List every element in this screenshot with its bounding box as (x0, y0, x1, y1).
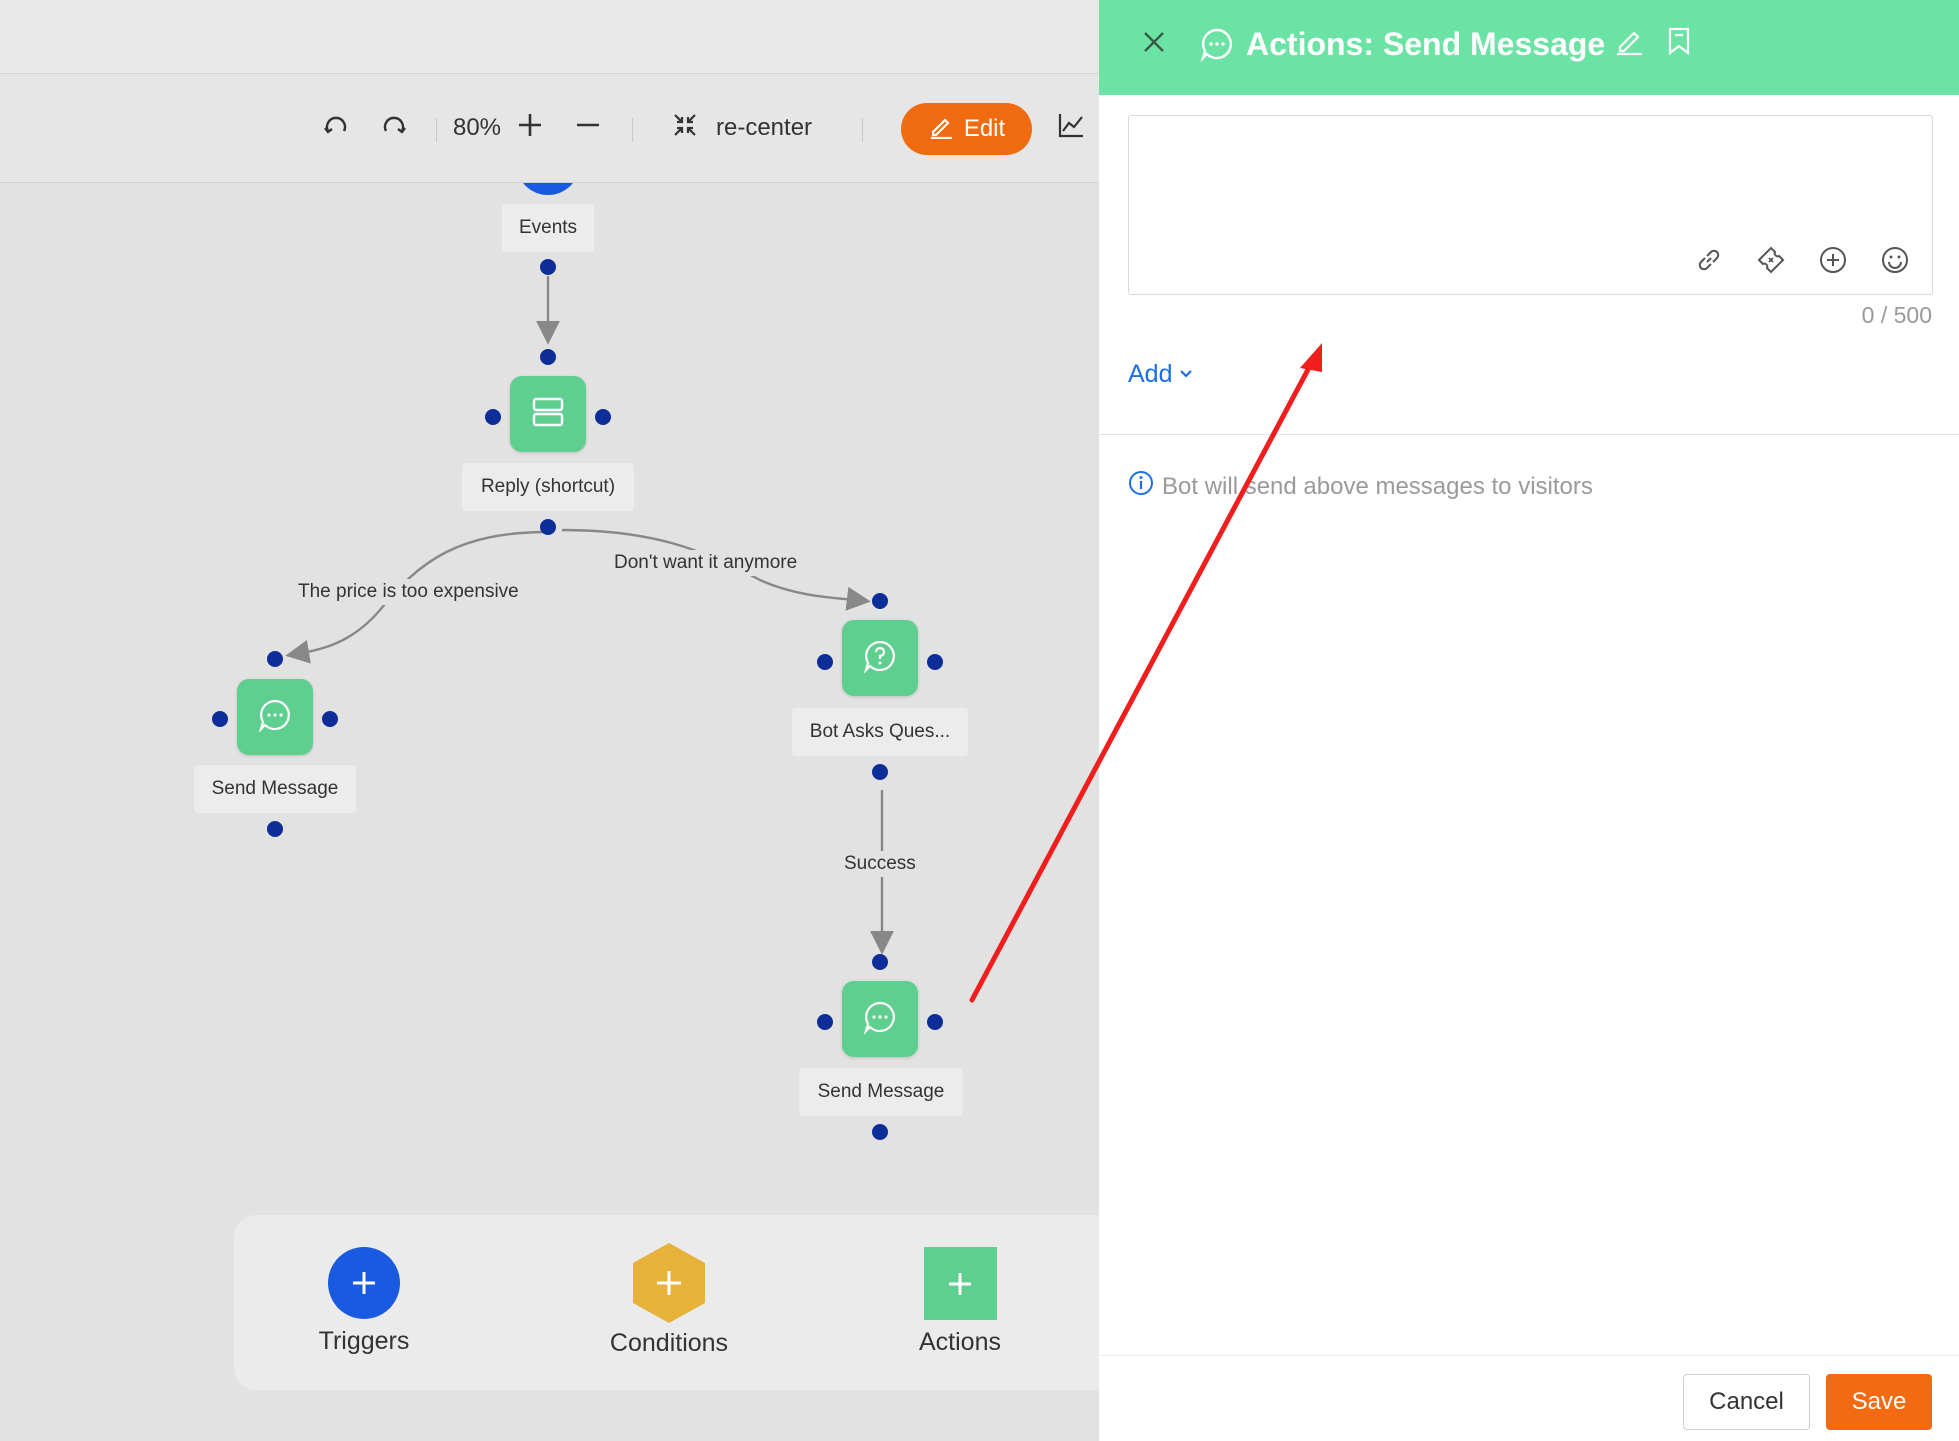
recenter-button[interactable]: re-center (672, 74, 832, 182)
send-message-bottom-label[interactable]: Send Message (799, 1068, 963, 1116)
conditions-palette-item[interactable]: Conditions (592, 1241, 746, 1358)
connector-dot[interactable] (927, 654, 943, 670)
reply-node[interactable] (510, 376, 586, 452)
list-icon (531, 395, 565, 434)
close-icon (1142, 30, 1166, 59)
node-palette: Triggers Conditions Actions (234, 1215, 1099, 1390)
message-editor[interactable] (1128, 115, 1933, 295)
pencil-icon (928, 113, 954, 146)
connector-dot[interactable] (212, 711, 228, 727)
toolbar-divider (436, 118, 437, 142)
bookmark-icon (1665, 26, 1693, 61)
events-node-label[interactable]: Events (502, 204, 594, 252)
top-bar (0, 0, 1099, 74)
chat-bubble-icon (1199, 26, 1235, 67)
connector-dot[interactable] (485, 409, 501, 425)
rename-button[interactable] (1611, 25, 1647, 61)
bookmark-button[interactable] (1661, 25, 1697, 61)
panel-title: Actions: Send Message (1246, 26, 1606, 62)
undo-icon (322, 111, 350, 146)
connector-dot[interactable] (927, 1014, 943, 1030)
info-icon (1128, 470, 1154, 503)
chevron-down-icon (1178, 360, 1194, 389)
close-button[interactable] (1137, 27, 1171, 61)
chat-bubble-icon (862, 999, 898, 1040)
connector-dot[interactable] (817, 1014, 833, 1030)
save-button[interactable]: Save (1826, 1374, 1932, 1430)
insert-variable-button[interactable] (1815, 244, 1851, 280)
footer-divider (1099, 1355, 1959, 1356)
connector-dot[interactable] (872, 954, 888, 970)
zoom-level: 80% (452, 114, 502, 141)
actions-label: Actions (919, 1328, 1001, 1356)
minus-icon (575, 112, 601, 145)
conditions-label: Conditions (609, 1329, 729, 1357)
connector-dot[interactable] (540, 259, 556, 275)
bot-asks-question-node[interactable] (842, 620, 918, 696)
actions-palette-item[interactable]: Actions (890, 1247, 1030, 1357)
insert-coupon-button[interactable] (1753, 244, 1789, 280)
connector-dot[interactable] (595, 409, 611, 425)
triggers-label: Triggers (318, 1327, 410, 1355)
reply-node-label[interactable]: Reply (shortcut) (462, 463, 634, 511)
insert-link-button[interactable] (1691, 244, 1727, 280)
add-label: Add (1128, 360, 1173, 388)
cancel-button[interactable]: Cancel (1683, 1374, 1810, 1430)
recenter-label: re-center (716, 114, 813, 141)
chat-bubble-icon (257, 697, 293, 738)
link-icon (1694, 245, 1724, 280)
edit-label: Edit (963, 115, 1006, 142)
edit-button[interactable]: Edit (901, 103, 1032, 155)
send-message-left-label[interactable]: Send Message (194, 765, 356, 813)
stats-button[interactable] (1054, 74, 1088, 182)
connector-dot[interactable] (267, 651, 283, 667)
question-icon (862, 638, 898, 679)
triggers-add-icon (328, 1247, 400, 1319)
connector-dot[interactable] (540, 519, 556, 535)
zoom-out-button[interactable] (572, 74, 604, 182)
pencil-icon (1614, 26, 1644, 61)
plus-icon (517, 112, 543, 145)
connector-dot[interactable] (322, 711, 338, 727)
connector-dot[interactable] (817, 654, 833, 670)
plus-circle-icon (1818, 245, 1848, 280)
connector-dot[interactable] (540, 349, 556, 365)
redo-button[interactable] (376, 74, 412, 182)
zoom-in-button[interactable] (514, 74, 546, 182)
actions-add-icon (923, 1247, 997, 1320)
conditions-add-icon (631, 1241, 707, 1325)
edge-label-success: Success (840, 851, 920, 877)
panel-divider (1099, 434, 1959, 435)
send-message-node-left[interactable] (237, 679, 313, 755)
recenter-icon (672, 112, 698, 145)
edge-label-price: The price is too expensive (294, 579, 523, 605)
connector-dot[interactable] (872, 593, 888, 609)
action-settings-panel: Actions: Send Message (1099, 0, 1959, 1441)
bot-asks-question-label[interactable]: Bot Asks Ques... (792, 708, 968, 756)
connector-dot[interactable] (872, 1124, 888, 1140)
character-counter: 0 / 500 (1861, 302, 1932, 328)
edge-label-dont-want: Don't want it anymore (610, 550, 802, 576)
add-dropdown[interactable]: Add (1128, 360, 1194, 389)
message-input[interactable] (1143, 128, 1918, 228)
toolbar-divider (632, 118, 633, 142)
connector-dot[interactable] (872, 764, 888, 780)
triggers-palette-item[interactable]: Triggers (294, 1247, 434, 1356)
connector-dot[interactable] (267, 821, 283, 837)
send-message-node-bottom[interactable] (842, 981, 918, 1057)
info-text: Bot will send above messages to visitors (1162, 472, 1593, 500)
line-chart-icon (1057, 111, 1085, 146)
insert-emoji-button[interactable] (1877, 244, 1913, 280)
coupon-icon (1755, 244, 1787, 281)
undo-button[interactable] (318, 74, 354, 182)
redo-icon (380, 111, 408, 146)
toolbar-divider (862, 118, 863, 142)
emoji-icon (1880, 245, 1910, 280)
info-note: Bot will send above messages to visitors (1128, 470, 1593, 503)
flow-canvas[interactable]: 80% re-center Edit (0, 0, 1099, 1441)
panel-header: Actions: Send Message (1099, 0, 1959, 95)
